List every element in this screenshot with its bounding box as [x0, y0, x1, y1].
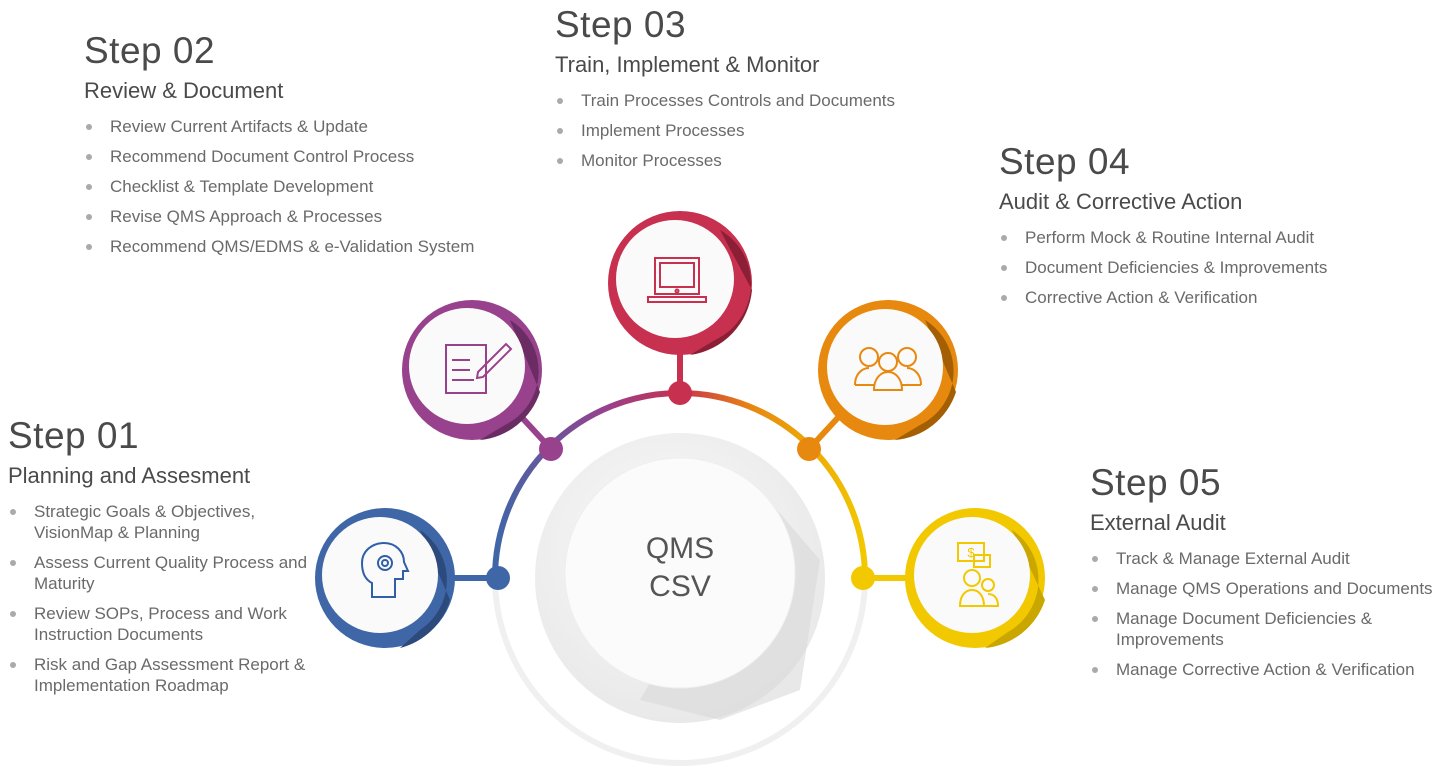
list-item: Document Deficiencies & Improvements	[999, 257, 1419, 278]
list-item: Checklist & Template Development	[84, 176, 514, 197]
list-item: Review SOPs, Process and Work Instructio…	[8, 603, 318, 645]
center-line-1: QMS	[645, 532, 715, 565]
step-05: Step 05 External Audit Track & Manage Ex…	[1090, 462, 1440, 689]
list-item: Perform Mock & Routine Internal Audit	[999, 227, 1419, 248]
laptop-icon	[647, 257, 707, 303]
step-title: External Audit	[1090, 510, 1226, 535]
step-02-badge	[402, 300, 542, 440]
list-item: Implement Processes	[555, 120, 955, 141]
document-pen-icon	[445, 342, 513, 394]
list-item: Track & Manage External Audit	[1090, 548, 1440, 569]
list-item: Recommend QMS/EDMS & e-Validation System	[84, 236, 514, 257]
list-item: Manage QMS Operations and Documents	[1090, 578, 1440, 599]
step-title: Audit & Corrective Action	[999, 189, 1243, 214]
step-number: Step 05	[1090, 462, 1222, 503]
node-dot-02	[539, 437, 563, 461]
center-line-2: CSV	[649, 570, 711, 603]
node-dot-05	[851, 566, 875, 590]
step-03: Step 03 Train, Implement & Monitor Train…	[555, 4, 955, 180]
step-01: Step 01 Planning and Assesment Strategic…	[8, 415, 318, 705]
list-item: Train Processes Controls and Documents	[555, 90, 955, 111]
list-item: Manage Document Deficiencies & Improveme…	[1090, 608, 1396, 650]
svg-text:$: $	[967, 545, 975, 560]
list-item: Recommend Document Control Process	[84, 146, 514, 167]
step-title: Planning and Assesment	[8, 463, 251, 488]
step-title: Train, Implement & Monitor	[555, 52, 820, 77]
step-01-badge	[315, 508, 455, 648]
step-number: Step 01	[8, 415, 140, 456]
team-icon	[854, 347, 922, 391]
step-05-badge: $	[905, 508, 1045, 648]
list-item: Corrective Action & Verification	[999, 287, 1419, 308]
center-label: QMS CSV	[580, 530, 780, 606]
list-item: Risk and Gap Assessment Report & Impleme…	[8, 654, 318, 696]
step-02: Step 02 Review & Document Review Current…	[84, 30, 514, 266]
list-item: Strategic Goals & Objectives, VisionMap …	[8, 501, 318, 543]
step-04: Step 04 Audit & Corrective Action Perfor…	[999, 141, 1419, 317]
list-item: Revise QMS Approach & Processes	[84, 206, 514, 227]
node-dot-01	[486, 566, 510, 590]
list-item: Review Current Artifacts & Update	[84, 116, 514, 137]
center-inner-circle	[564, 457, 796, 689]
step-title: Review & Document	[84, 78, 284, 103]
node-dot-04	[797, 437, 821, 461]
list-item: Assess Current Quality Process and Matur…	[8, 552, 318, 594]
step-03-badge	[608, 211, 752, 355]
list-item: Manage Corrective Action & Verification	[1090, 659, 1440, 680]
step-04-badge	[818, 300, 958, 440]
auditor-chat-icon	[957, 542, 1000, 607]
node-dot-03	[668, 381, 692, 405]
head-gear-icon	[360, 541, 410, 598]
list-item: Monitor Processes	[555, 150, 955, 171]
step-number: Step 04	[999, 141, 1131, 182]
step-number: Step 02	[84, 30, 216, 71]
step-number: Step 03	[555, 4, 687, 45]
